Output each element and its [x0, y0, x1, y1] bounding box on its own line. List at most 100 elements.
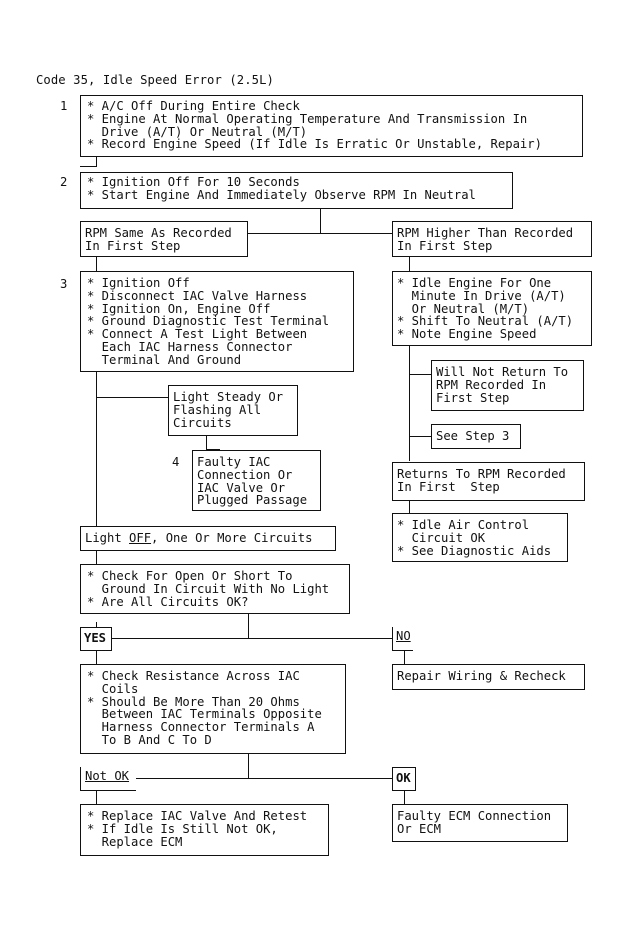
- step2-box: * Ignition Off For 10 Seconds * Start En…: [80, 172, 513, 209]
- will-not-return-line: Will Not Return To: [436, 365, 569, 379]
- check-open-line: * Are All Circuits OK?: [87, 594, 249, 609]
- idle-engine-box: * Idle Engine For One Minute In Drive (A…: [392, 271, 592, 346]
- repair-wiring-box: Repair Wiring & Recheck: [392, 664, 585, 690]
- connector-line: [96, 397, 169, 398]
- step3-line: * Connect A Test Light Between: [87, 327, 308, 342]
- faulty-iac-box: Faulty IAC Connection Or IAC Valve Or Pl…: [192, 450, 321, 511]
- light-steady-line: Circuits: [173, 415, 232, 430]
- connector-line: [248, 754, 249, 778]
- see-step3-box: See Step 3: [431, 424, 521, 449]
- step-number-1: 1: [60, 99, 68, 113]
- idle-air-ok-box: * Idle Air Control Circuit OK * See Diag…: [392, 513, 568, 562]
- connector-line: [409, 436, 433, 437]
- replace-iac-line: Replace ECM: [87, 834, 183, 849]
- idle-engine-line: Or Neutral (M/T): [397, 301, 530, 316]
- returns-rpm-box: Returns To RPM Recorded In First Step: [392, 462, 585, 501]
- light-off-text: Light: [85, 531, 130, 545]
- check-resistance-line: Between IAC Terminals Opposite: [87, 707, 322, 722]
- connector-line: [96, 157, 97, 167]
- connector-line: [96, 790, 97, 804]
- step1-box: * A/C Off During Entire Check * Engine A…: [80, 95, 583, 157]
- idle-engine-line: * Note Engine Speed: [397, 327, 537, 342]
- connector-line: [320, 209, 321, 233]
- faulty-iac-line: Faulty IAC: [197, 455, 271, 469]
- connector-line: [206, 449, 220, 450]
- connector-line: [206, 436, 207, 450]
- connector-line: [404, 790, 405, 804]
- returns-rpm-line: Returns To RPM Recorded: [397, 467, 566, 481]
- ok-label: OK: [396, 771, 411, 785]
- check-resistance-line: To B And C To D: [87, 732, 212, 747]
- step2-line: * Ignition Off For 10 Seconds: [87, 175, 300, 189]
- yes-label-box: YES: [80, 627, 112, 651]
- step3-box: * Ignition Off * Disconnect IAC Valve Ha…: [80, 271, 354, 372]
- light-off-text: , One Or More Circuits: [151, 531, 313, 545]
- rpm-higher-line: RPM Higher Than Recorded: [397, 226, 574, 240]
- connector-line: [409, 501, 410, 513]
- check-resistance-line: * Should Be More Than 20 Ohms: [87, 694, 300, 709]
- yes-label: YES: [84, 631, 107, 645]
- connector-line: [96, 622, 97, 630]
- light-off-line: Light OFF, One Or More Circuits: [85, 532, 335, 545]
- connector-line: [247, 233, 393, 234]
- no-label: NO: [396, 629, 411, 643]
- connector-line: [96, 650, 97, 664]
- idle-air-ok-line: Circuit OK: [397, 530, 486, 545]
- connector-line: [96, 372, 97, 526]
- connector-line: [409, 374, 433, 375]
- connector-line: [404, 650, 405, 664]
- replace-iac-box: * Replace IAC Valve And Retest * If Idle…: [80, 804, 329, 856]
- step-number-4: 4: [172, 455, 180, 469]
- check-resistance-line: * Check Resistance Across IAC: [87, 669, 300, 683]
- will-not-return-line: First Step: [436, 390, 510, 405]
- step1-line: * A/C Off During Entire Check: [87, 99, 300, 113]
- not-ok-label-box: Not OK: [80, 767, 136, 791]
- rpm-same-box: RPM Same As Recorded In First Step: [80, 221, 248, 257]
- connector-line: [409, 257, 410, 271]
- faulty-ecm-line: Faulty ECM Connection: [397, 809, 552, 823]
- faulty-ecm-box: Faulty ECM Connection Or ECM: [392, 804, 568, 842]
- repair-wiring-line: Repair Wiring & Recheck: [397, 669, 566, 683]
- step3-line: Terminal And Ground: [87, 352, 242, 367]
- connector-line: [80, 166, 96, 167]
- light-steady-box: Light Steady Or Flashing All Circuits: [168, 385, 298, 436]
- connector-line: [96, 257, 97, 271]
- see-step3-line: See Step 3: [436, 429, 510, 443]
- page-title: Code 35, Idle Speed Error (2.5L): [36, 73, 274, 87]
- faulty-iac-line: Plugged Passage: [197, 493, 308, 508]
- step-number-2: 2: [60, 175, 68, 189]
- faulty-iac-line: Connection Or: [197, 467, 293, 482]
- step2-line: * Start Engine And Immediately Observe R…: [87, 187, 476, 202]
- faulty-ecm-line: Or ECM: [397, 821, 442, 836]
- step3-line: * Ignition On, Engine Off: [87, 301, 271, 316]
- will-not-return-box: Will Not Return To RPM Recorded In First…: [431, 360, 584, 411]
- step3-line: * Ground Diagnostic Test Terminal: [87, 314, 330, 329]
- step3-line: * Ignition Off: [87, 276, 190, 290]
- rpm-higher-line: In First Step: [397, 238, 493, 253]
- ok-label-box: OK: [392, 767, 416, 791]
- connector-line: [96, 551, 97, 564]
- rpm-same-line: In First Step: [85, 238, 181, 253]
- idle-engine-line: * Shift To Neutral (A/T): [397, 314, 574, 329]
- step3-line: Each IAC Harness Connector: [87, 339, 293, 354]
- returns-rpm-line: In First Step: [397, 479, 500, 494]
- light-steady-line: Flashing All: [173, 402, 262, 417]
- rpm-higher-box: RPM Higher Than Recorded In First Step: [392, 221, 592, 257]
- step1-line: * Engine At Normal Operating Temperature…: [87, 111, 528, 126]
- check-resistance-line: Coils: [87, 681, 139, 696]
- step3-line: * Disconnect IAC Valve Harness: [87, 288, 308, 303]
- step1-line: * Record Engine Speed (If Idle Is Errati…: [87, 137, 542, 152]
- faulty-iac-line: IAC Valve Or: [197, 480, 286, 495]
- check-open-line: * Check For Open Or Short To: [87, 569, 293, 583]
- replace-iac-line: * Replace IAC Valve And Retest: [87, 809, 308, 823]
- rpm-same-line: RPM Same As Recorded: [85, 226, 232, 240]
- no-label-box: NO: [392, 627, 413, 651]
- connector-line: [135, 778, 393, 779]
- connector-line: [409, 346, 410, 461]
- idle-air-ok-line: * See Diagnostic Aids: [397, 543, 552, 558]
- light-off-box: Light OFF, One Or More Circuits: [80, 526, 336, 551]
- idle-engine-line: * Idle Engine For One: [397, 276, 552, 290]
- idle-air-ok-line: * Idle Air Control: [397, 518, 530, 532]
- check-open-box: * Check For Open Or Short To Ground In C…: [80, 564, 350, 614]
- check-resistance-line: Harness Connector Terminals A: [87, 720, 315, 735]
